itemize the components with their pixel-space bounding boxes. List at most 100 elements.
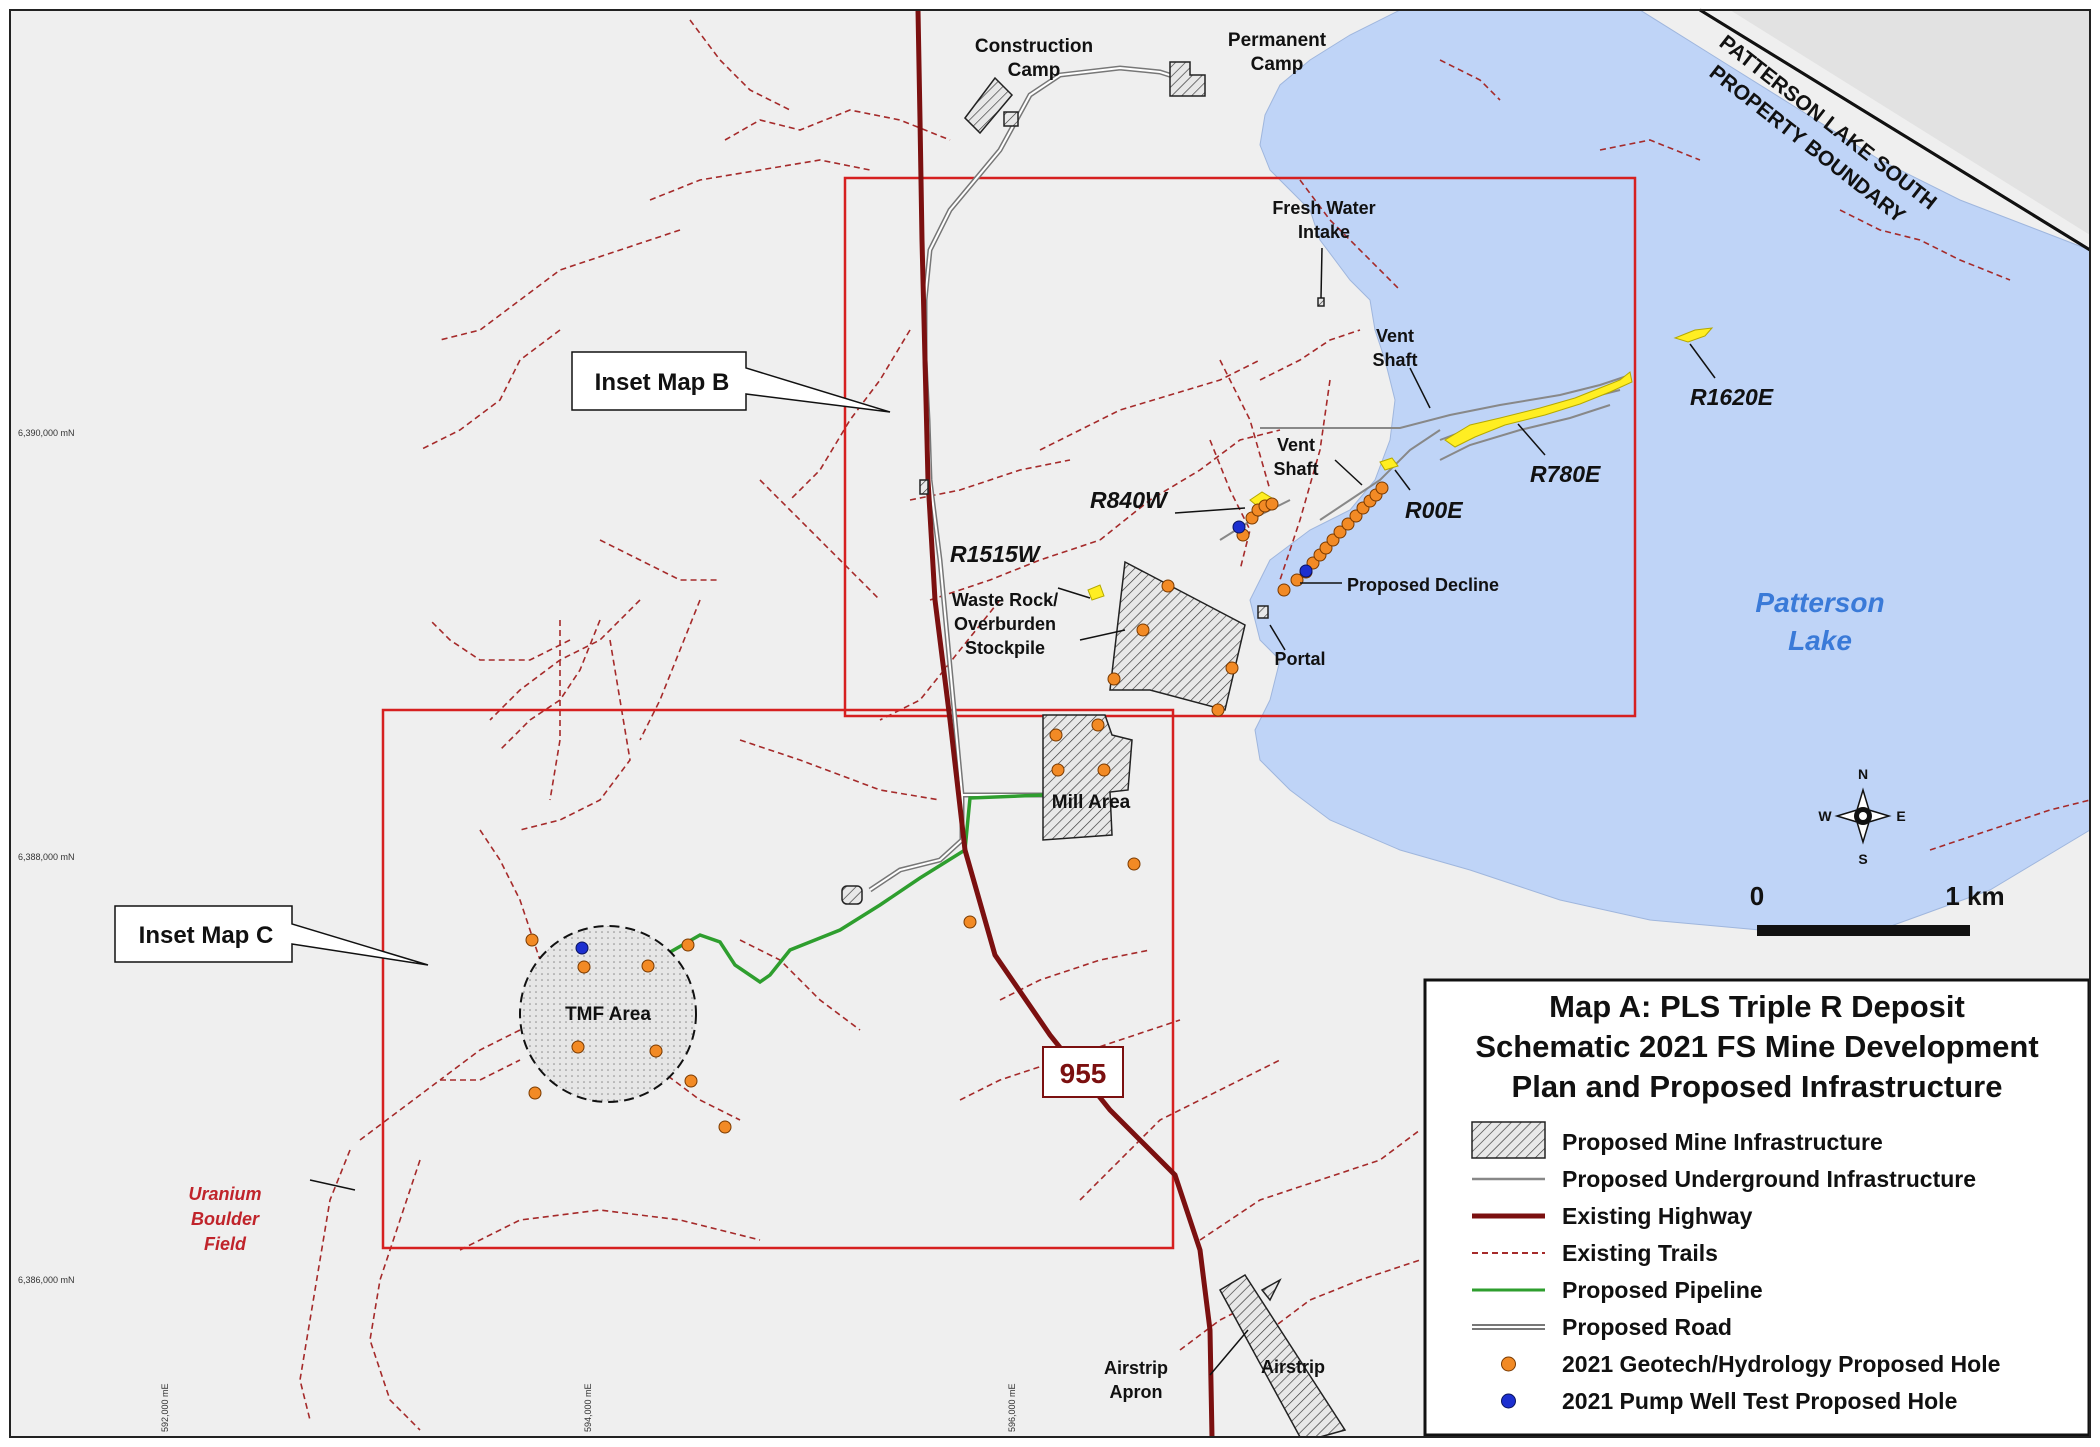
geotech-hole (1051, 763, 1065, 777)
legend-item: 2021 Geotech/Hydrology Proposed Hole (1501, 1351, 2000, 1377)
construction-camp-building (1003, 111, 1019, 127)
mill-area-label: Mill Area (1052, 792, 1131, 813)
scale-bar: 0 1 km (1750, 881, 2005, 936)
mill-area-pad (1042, 714, 1133, 841)
geotech-hole (684, 1074, 698, 1088)
grid-labels: 6,390,000 mN 6,388,000 mN 6,386,000 mN 5… (18, 428, 1017, 1432)
waste-rock-label-1: Waste Rock/ (952, 590, 1058, 610)
portal-label: Portal (1274, 649, 1325, 669)
easting-592000: 592,000 mE (160, 1383, 170, 1432)
legend-title-3: Plan and Proposed Infrastructure (1512, 1069, 2003, 1104)
r780e-footprint (1444, 371, 1633, 448)
compass-s: S (1858, 851, 1867, 867)
geotech-hole (1136, 623, 1150, 637)
geotech-hole (641, 959, 655, 973)
geotech-hole (1265, 497, 1279, 511)
legend-title-2: Schematic 2021 FS Mine Development (1475, 1029, 2038, 1064)
highway-number: 955 (1060, 1058, 1107, 1089)
inset-map-b-frame (843, 176, 1637, 718)
construction-camp-label-1: Construction (975, 36, 1093, 57)
patterson-lake (1249, 9, 2091, 931)
waste-rock-label-2: Overburden (954, 614, 1056, 634)
easting-594000: 594,000 mE (583, 1383, 593, 1432)
geotech-hole (1107, 672, 1121, 686)
geotech-hole (1277, 583, 1291, 597)
geotech-hole (525, 933, 539, 947)
permanent-camp-label-1: Permanent (1228, 30, 1327, 51)
legend-swatch-hatched (1471, 1121, 1546, 1159)
north-arrow: N S E W (1818, 766, 1905, 867)
existing-highway (915, 9, 1215, 1438)
airstrip-apron-label-1: Airstrip (1104, 1358, 1168, 1378)
callout-leaders (309, 247, 1716, 1376)
legend-item: Proposed Road (1472, 1314, 1732, 1340)
fresh-water-intake (1317, 297, 1325, 307)
uranium-field-label-2: Boulder (191, 1209, 260, 1229)
lake-label-2: Lake (1788, 625, 1852, 656)
northing-6390000: 6,390,000 mN (18, 428, 75, 438)
inset-c-callout: Inset Map C (114, 905, 429, 966)
vent-shaft-2-label-1: Vent (1277, 435, 1315, 455)
pipeline-structure (841, 885, 863, 905)
scale-start: 0 (1750, 881, 1764, 911)
easting-596000: 596,000 mE (1007, 1383, 1017, 1432)
airstrip-pad (1218, 1273, 1347, 1438)
vent-shaft-1-label-2: Shaft (1373, 350, 1418, 370)
highway-structure (919, 479, 929, 495)
geotech-hole (1091, 718, 1105, 732)
fresh-water-label-2: Intake (1298, 222, 1350, 242)
northing-6386000: 6,386,000 mN (18, 1275, 75, 1285)
geotech-hole (577, 960, 591, 974)
existing-trails (299, 19, 2091, 1431)
map-labels: Construction Camp Permanent Camp Fresh W… (565, 30, 1499, 1402)
geotech-hole (649, 1044, 663, 1058)
legend-item: Proposed Mine Infrastructure (1471, 1121, 1883, 1159)
legend-label: Proposed Underground Infrastructure (1562, 1166, 1976, 1192)
deposit-r780e-label: R780E (1530, 461, 1601, 487)
legend-label: Existing Highway (1562, 1203, 1753, 1229)
legend-label: Existing Trails (1562, 1240, 1718, 1266)
legend-swatch-pump (1501, 1393, 1516, 1409)
vent-shaft-2-label-2: Shaft (1274, 459, 1319, 479)
lake-label: Patterson Lake (1755, 587, 1884, 656)
geotech-hole (1049, 728, 1063, 742)
legend-label: Proposed Mine Infrastructure (1562, 1129, 1883, 1155)
deposit-r1515w-label: R1515W (950, 541, 1042, 567)
scale-end: 1 km (1945, 881, 2004, 911)
geotech-hole (1333, 525, 1347, 539)
construction-camp-label-2: Camp (1008, 60, 1061, 81)
r1620e-footprint (1673, 327, 1714, 343)
legend-title-1: Map A: PLS Triple R Deposit (1549, 989, 1965, 1024)
pump-well-hole (1299, 564, 1313, 578)
r1515w-footprint (1087, 584, 1105, 601)
compass-n: N (1858, 766, 1868, 782)
legend-item: Proposed Underground Infrastructure (1472, 1166, 1976, 1192)
northing-6388000: 6,388,000 mN (18, 852, 75, 862)
portal-building (1257, 605, 1269, 619)
compass-e: E (1896, 808, 1905, 824)
geotech-hole (718, 1120, 732, 1134)
map-frame (9, 9, 2091, 1438)
geotech-hole (1341, 517, 1355, 531)
inset-map-c-frame (381, 708, 1175, 1250)
pump-well-hole (1232, 520, 1246, 534)
legend-label: Proposed Road (1562, 1314, 1732, 1340)
geotech-hole (1161, 579, 1175, 593)
legend-item: 2021 Pump Well Test Proposed Hole (1501, 1388, 1957, 1414)
inset-b-label: Inset Map B (595, 369, 730, 396)
legend-swatch-geotech (1501, 1356, 1516, 1372)
geotech-hole (1211, 703, 1225, 717)
airstrip-apron-label-2: Apron (1110, 1382, 1163, 1402)
legend-item: Existing Highway (1472, 1203, 1753, 1229)
drill-holes (525, 481, 1389, 1134)
proposed-pipeline (664, 793, 1044, 985)
uranium-field-label: Uranium Boulder Field (188, 1184, 261, 1254)
legend-label: 2021 Geotech/Hydrology Proposed Hole (1562, 1351, 2000, 1377)
deposit-r00e-label: R00E (1405, 497, 1463, 523)
compass-w: W (1818, 808, 1832, 824)
geotech-hole (1375, 481, 1389, 495)
deposit-r840w-label: R840W (1090, 487, 1169, 513)
geotech-hole (528, 1086, 542, 1100)
pump-well-hole (575, 941, 589, 955)
inset-c-label: Inset Map C (139, 922, 274, 949)
